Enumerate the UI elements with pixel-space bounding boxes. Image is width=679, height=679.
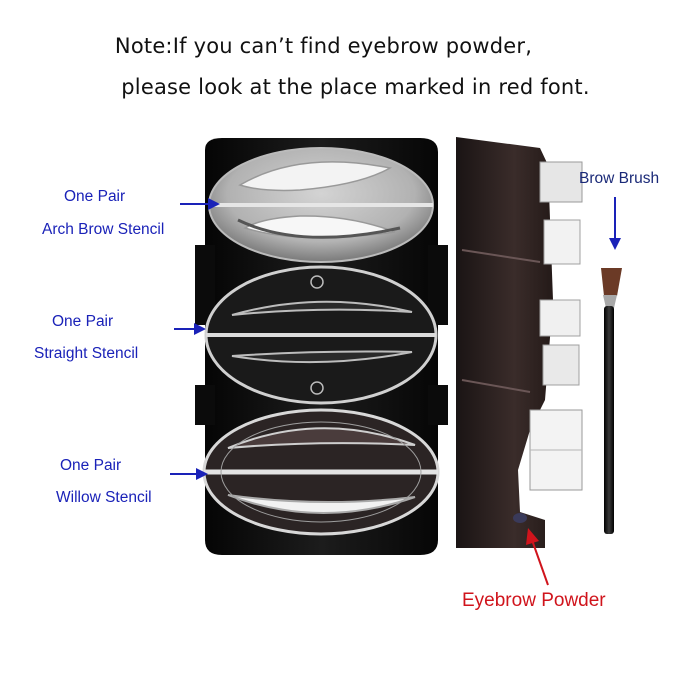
label-brow-brush: Brow Brush [579, 170, 660, 187]
brow-brush [601, 268, 622, 534]
note-line-2: please look at the place marked in red f… [121, 75, 590, 99]
arrow-willow [170, 468, 208, 480]
straight-stencil [204, 265, 438, 405]
label-arch-line1: One Pair [64, 188, 126, 205]
arrow-arch [180, 198, 220, 210]
note-line-1: Note:If you can’t find eyebrow powder, [114, 34, 533, 58]
arrow-straight [174, 323, 206, 335]
willow-stencil [202, 408, 440, 536]
label-willow-line2: Willow Stencil [56, 489, 152, 506]
label-willow-line1: One Pair [60, 457, 122, 474]
stencil-case [195, 138, 448, 555]
arrow-powder [526, 528, 549, 586]
arrow-brush [609, 197, 621, 250]
label-eyebrow-powder: Eyebrow Powder [462, 590, 606, 611]
label-straight-line1: One Pair [52, 313, 114, 330]
label-arch-line2: Arch Brow Stencil [42, 221, 165, 238]
label-straight-line2: Straight Stencil [34, 345, 139, 362]
case-side-view [456, 137, 583, 548]
arch-stencil [208, 147, 434, 263]
